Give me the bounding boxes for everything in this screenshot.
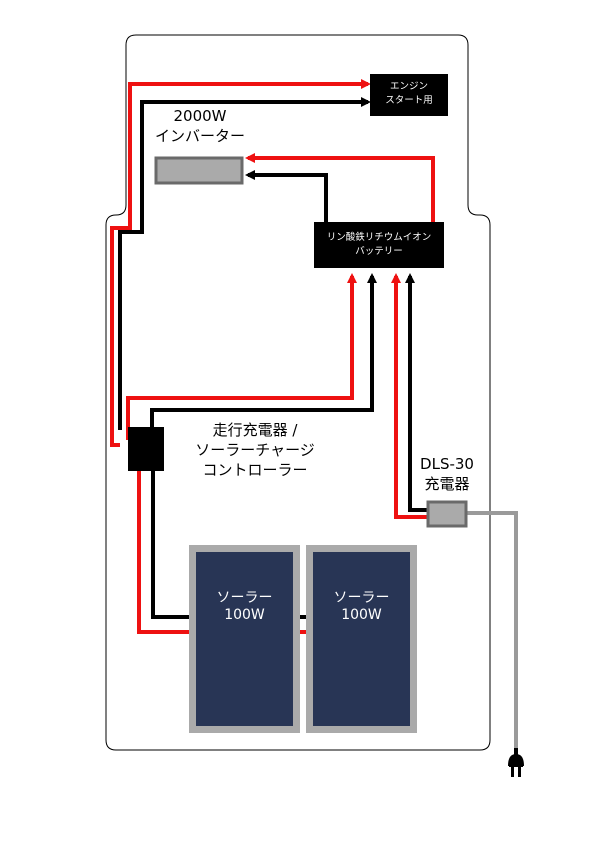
wire-black-solar: [151, 470, 192, 619]
inverter-label: 2000W インバーター: [140, 106, 260, 146]
inverter-box: [154, 156, 244, 185]
ac-cord: [466, 511, 518, 750]
negative-wires: [118, 97, 427, 619]
wire-black-engine-start: [118, 97, 371, 430]
controller-line1: 走行充電器 /: [212, 421, 298, 439]
solar-panel-1: [189, 545, 300, 733]
charger-label: DLS-30 充電器: [412, 454, 482, 494]
engine-start-label: エンジン スタート用: [370, 80, 448, 108]
charger-line1: DLS-30: [420, 455, 474, 473]
solar-panel-2-label: ソーラー 100W: [313, 590, 410, 624]
wire-red-inverter: [245, 153, 435, 222]
vehicle-outline: [105, 34, 491, 751]
battery-line2: バッテリー: [355, 246, 403, 257]
inverter-line1: 2000W: [173, 107, 227, 125]
wire-red-engine-start: [110, 79, 371, 447]
wire-black-inverter: [245, 170, 328, 222]
wire-red-solar: [137, 470, 192, 634]
wire-black-charger-battery: [405, 273, 427, 512]
wire-black-controller-battery: [150, 273, 377, 428]
controller-line3: コントローラー: [202, 461, 308, 479]
positive-wires: [110, 79, 435, 634]
solar-panel-2: [306, 545, 417, 733]
battery-box: [314, 222, 444, 268]
solar-panel-1-line1: ソーラー: [216, 590, 273, 606]
inverter-line2: インバーター: [154, 127, 245, 145]
engine-start-box: [370, 74, 448, 116]
solar-panel-1-line2: 100W: [224, 607, 265, 623]
controller-line2: ソーラーチャージ: [195, 441, 315, 459]
charger-line2: 充電器: [424, 475, 470, 493]
engine-start-line2: スタート用: [385, 95, 433, 106]
wire-red-controller-battery: [126, 273, 357, 440]
engine-start-line1: エンジン: [389, 81, 428, 92]
solar-panel-2-line2: 100W: [341, 607, 382, 623]
plug-icon: [508, 748, 524, 777]
charger-box: [426, 500, 468, 528]
solar-panel-1-label: ソーラー 100W: [196, 590, 293, 624]
wire-red-charger-battery: [391, 273, 427, 519]
battery-label: リン酸鉄リチウムイオン バッテリー: [314, 231, 444, 259]
battery-line1: リン酸鉄リチウムイオン: [326, 232, 432, 243]
controller-label: 走行充電器 / ソーラーチャージ コントローラー: [190, 420, 320, 480]
solar-panel-2-line1: ソーラー: [333, 590, 390, 606]
controller-box: [128, 427, 164, 471]
